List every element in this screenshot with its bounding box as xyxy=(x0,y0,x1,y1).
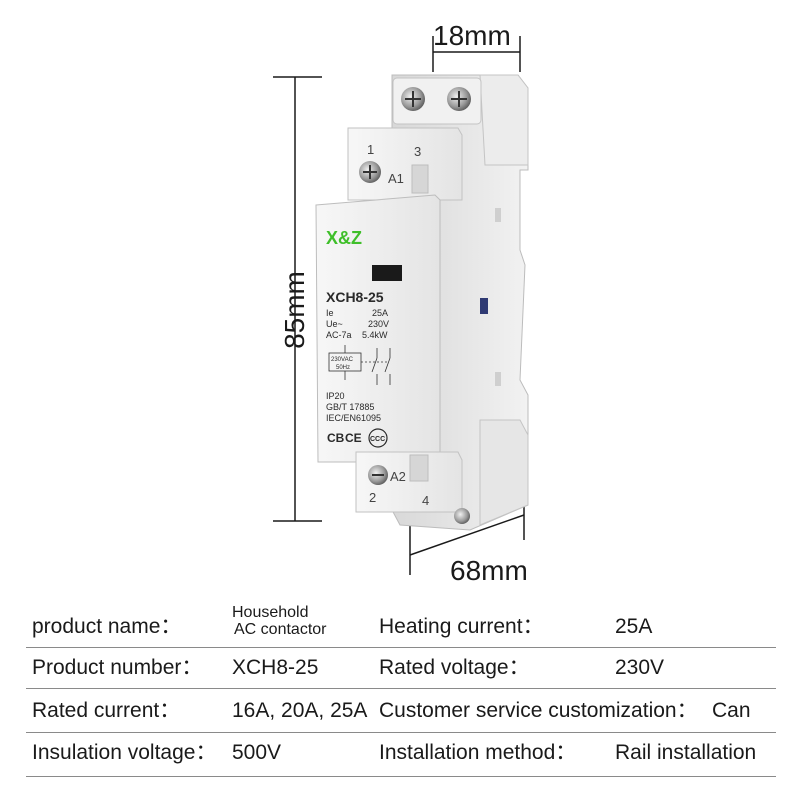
brand-logo: X&Z xyxy=(326,228,362,248)
spec-label: Installation method： xyxy=(379,741,577,764)
spec-value: Can xyxy=(712,699,751,722)
terminal-2-label: 2 xyxy=(369,490,376,505)
row-divider xyxy=(26,688,776,689)
wiring-schematic xyxy=(328,345,391,385)
rating-key: Ue~ xyxy=(326,319,343,329)
spec-label: Customer service customization： xyxy=(379,699,698,722)
ip-rating: IP20 xyxy=(326,391,345,401)
row-divider xyxy=(26,732,776,733)
height-dimension xyxy=(273,76,322,522)
svg-text:CCC: CCC xyxy=(370,436,385,443)
spec-value: Household xyxy=(232,604,309,621)
rating-value: 25A xyxy=(372,308,388,318)
terminal-screws xyxy=(359,87,471,524)
spec-value: Rail installation xyxy=(615,741,757,764)
rating-value: 230V xyxy=(368,319,389,329)
spec-label: Rated current： xyxy=(32,699,181,722)
ccc-mark-icon xyxy=(368,428,388,448)
spec-value: XCH8-25 xyxy=(232,656,319,679)
coil-label: 230VAC xyxy=(331,357,354,363)
spec-label: Insulation voltage： xyxy=(32,741,217,764)
terminal-a1-label: A1 xyxy=(388,171,404,186)
contactor-illustration: 1 3 A1 A2 2 4 X&Z XCH8-25 Ie 25A Ue~ 230… xyxy=(273,36,529,575)
spec-label: Heating current： xyxy=(379,615,544,638)
terminal-1-label: 1 xyxy=(367,142,374,157)
spec-label: Rated voltage： xyxy=(379,656,530,679)
coil-frequency: 50Hz xyxy=(336,365,350,371)
model-label: XCH8-25 xyxy=(326,289,384,305)
rating-value: 5.4kW xyxy=(362,330,388,340)
terminal-3-label: 3 xyxy=(414,144,421,159)
contactor-body xyxy=(315,74,529,531)
spec-value: 25A xyxy=(615,615,653,638)
screw-icon xyxy=(454,508,470,524)
status-window xyxy=(372,265,402,281)
height-label: 85mm xyxy=(279,271,310,349)
ce-mark-icon: CE xyxy=(345,431,362,445)
row-divider xyxy=(26,647,776,648)
terminal-4-label: 4 xyxy=(422,493,429,508)
standard-label: GB/T 17885 xyxy=(326,402,374,412)
cb-mark-icon: CB xyxy=(327,431,345,445)
standard-label: IEC/EN61095 xyxy=(326,413,381,423)
spec-value: 230V xyxy=(615,656,665,679)
width-label: 18mm xyxy=(433,20,511,51)
rating-key: Ie xyxy=(326,308,334,318)
spec-value: 500V xyxy=(232,741,282,764)
row-divider xyxy=(26,776,776,777)
spec-table: product name： Household AC contactor Hea… xyxy=(26,600,776,778)
spec-value: 16A, 20A, 25A xyxy=(232,699,368,722)
spec-label: product name： xyxy=(32,615,182,638)
spec-value: AC contactor xyxy=(234,621,327,638)
depth-label: 68mm xyxy=(450,555,528,586)
terminal-a2-label: A2 xyxy=(390,469,406,484)
spec-label: Product number： xyxy=(32,656,203,679)
rating-key: AC-7a xyxy=(326,330,352,340)
side-clip xyxy=(480,298,488,314)
certification-marks: CB CE CCC xyxy=(327,428,388,448)
width-dimension xyxy=(432,36,521,72)
